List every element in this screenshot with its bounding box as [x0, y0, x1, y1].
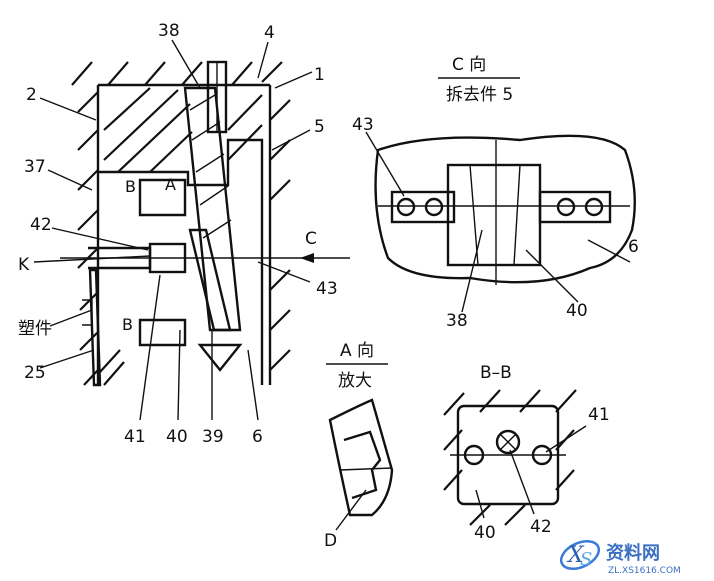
label-40-bb: 40 [474, 523, 496, 543]
bb-hole-left [463, 444, 485, 466]
plastic-part [88, 268, 102, 387]
label-42-bb: 42 [530, 517, 552, 537]
label-41-bb: 41 [588, 405, 610, 425]
watermark-site-name: 资料网 [606, 542, 660, 564]
a-view-outline [328, 398, 394, 517]
label-42-left: 42 [30, 215, 52, 235]
label-41-main: 41 [124, 427, 146, 447]
a-view-title: A 向 [340, 341, 374, 361]
bb-hole-center [495, 429, 521, 455]
label-1: 1 [314, 65, 325, 85]
label-2: 2 [26, 85, 37, 105]
a-view-notch [343, 430, 382, 500]
lower-wedge [197, 343, 243, 372]
lower-left-hatch [99, 349, 125, 386]
interior-hatch [103, 87, 263, 173]
c-view-right-tab [538, 190, 612, 224]
bb-view-title: B–B [480, 363, 512, 383]
label-D: D [324, 531, 337, 551]
label-43-c: 43 [352, 115, 374, 135]
label-40-main: 40 [166, 427, 188, 447]
angle-pin-39 [188, 228, 232, 332]
cavity-step-upper [98, 138, 264, 385]
bb-view: B–B 41 40 42 [443, 363, 610, 543]
svg-text:S: S [580, 549, 592, 570]
c-screw-2 [424, 197, 444, 217]
a-view: A 向 放大 D [324, 341, 394, 551]
label-38-c: 38 [446, 311, 468, 331]
c-view-title: C 向 [452, 55, 486, 75]
label-40-c: 40 [566, 301, 588, 321]
right-side-hatch [269, 99, 291, 371]
top-edge-hatch [71, 61, 283, 86]
label-25: 25 [24, 363, 46, 383]
part-cutaway [82, 299, 93, 326]
watermark: X S 资料网 ZL.XS1616.COM [558, 533, 708, 577]
label-B-top: B [125, 177, 136, 196]
label-6-c: 6 [628, 237, 639, 257]
label-K: K [18, 255, 30, 275]
svg-text:X: X [566, 543, 585, 568]
label-38-top: 38 [158, 21, 180, 41]
label-37: 37 [24, 157, 46, 177]
label-B-bottom: B [122, 315, 133, 334]
leader-lines-c [365, 131, 631, 313]
c-view-left-tab [390, 190, 456, 224]
watermark-site-url: ZL.XS1616.COM [608, 566, 681, 576]
label-6-main: 6 [252, 427, 263, 447]
c-screw-3 [556, 197, 576, 217]
a-view-subtitle: 放大 [338, 371, 372, 391]
leader-lines-main [33, 39, 313, 421]
c-arrow-head [300, 253, 314, 263]
slider-block [138, 178, 187, 217]
label-5: 5 [314, 117, 325, 137]
c-view-break-outline [374, 134, 636, 284]
label-A: A [165, 175, 176, 194]
label-4: 4 [264, 23, 275, 43]
slider-lower [138, 318, 187, 347]
c-view: C 向 拆去件 5 43 6 38 40 [352, 55, 639, 331]
c-screw-4 [584, 197, 604, 217]
c-view-subtitle: 拆去件 5 [446, 85, 513, 105]
main-section-view: 38 4 1 2 5 37 B A 42 C K 43 塑件 B 25 41 4… [18, 21, 350, 447]
wedge-38 [183, 86, 242, 332]
label-plastic-part: 塑件 [18, 319, 52, 339]
bb-hole-right [531, 444, 553, 466]
c-screw-1 [396, 197, 416, 217]
label-C-arrow: C [305, 229, 317, 249]
label-43-main: 43 [316, 279, 338, 299]
watermark-logo-icon: X S 资料网 ZL.XS1616.COM [559, 539, 681, 576]
label-39: 39 [202, 427, 224, 447]
leader-lines-bb [475, 425, 587, 519]
